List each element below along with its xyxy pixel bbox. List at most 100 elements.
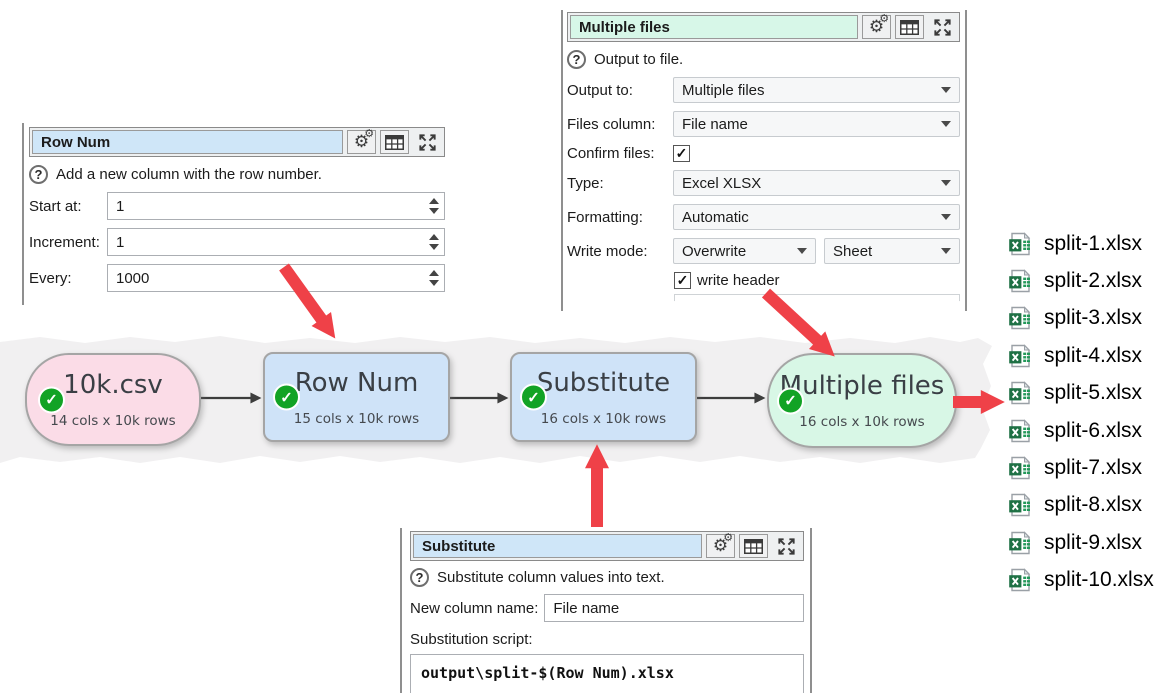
- gear-icon: ⚙⚙: [712, 530, 734, 556]
- spin-up-icon: [429, 198, 439, 204]
- table-icon: [900, 19, 919, 35]
- torn-partial-field: [674, 294, 960, 305]
- spin-up-icon: [429, 234, 439, 240]
- start-at-label: Start at:: [29, 197, 82, 215]
- substitute-panel: Substitute ⚙⚙: [400, 528, 812, 693]
- chevron-down-icon: [941, 121, 951, 127]
- sheet-mode-value: Sheet: [833, 242, 873, 260]
- output-to-value: Multiple files: [682, 81, 765, 99]
- expand-icon: [934, 18, 951, 36]
- node-row-num[interactable]: ✓ Row Num 15 cols x 10k rows: [263, 352, 450, 442]
- file-name: split-2.xlsx: [1044, 269, 1143, 293]
- ok-check-badge: ✓: [273, 383, 300, 411]
- file-name: split-8.xlsx: [1044, 493, 1143, 517]
- write-header-label: write header: [697, 272, 780, 289]
- increment-input[interactable]: 1: [107, 228, 445, 256]
- row-num-panel: Row Num ⚙⚙: [22, 123, 455, 305]
- transform-name-field[interactable]: Row Num: [32, 130, 343, 154]
- red-arrow-multiplefiles-panel-to-node: [761, 288, 835, 357]
- every-label: Every:: [29, 269, 72, 287]
- type-dropdown[interactable]: Excel XLSX: [673, 170, 960, 196]
- file-item[interactable]: split-1.xlsx: [1008, 225, 1154, 262]
- node-substitute[interactable]: ✓ Substitute 16 cols x 10k rows: [510, 352, 697, 442]
- formatting-value: Automatic: [682, 208, 749, 226]
- every-input[interactable]: 1000: [107, 264, 445, 292]
- file-item[interactable]: split-8.xlsx: [1008, 487, 1154, 524]
- chevron-down-icon: [941, 214, 951, 220]
- confirm-files-checkbox[interactable]: ✓: [673, 145, 690, 162]
- table-icon: [744, 538, 763, 554]
- new-column-name-value: File name: [553, 599, 620, 617]
- file-name: split-7.xlsx: [1044, 456, 1143, 480]
- output-to-dropdown[interactable]: Multiple files: [673, 77, 960, 103]
- file-item[interactable]: split-10.xlsx: [1008, 562, 1154, 599]
- node-title: Row Num: [294, 367, 419, 398]
- file-name: split-9.xlsx: [1044, 530, 1143, 554]
- panel-titlebar: Substitute ⚙⚙: [410, 531, 804, 561]
- expand-icon: [778, 537, 795, 555]
- formatting-label: Formatting:: [567, 208, 643, 226]
- write-mode-label: Write mode:: [567, 242, 648, 260]
- file-item[interactable]: split-3.xlsx: [1008, 300, 1154, 337]
- write-mode-dropdown[interactable]: Overwrite: [673, 238, 816, 264]
- files-column-value: File name: [682, 115, 748, 133]
- panel-help-text: Substitute column values into text.: [437, 569, 665, 586]
- increment-label: Increment:: [29, 233, 100, 251]
- spinner-control[interactable]: [429, 270, 439, 286]
- panel-titlebar: Multiple files ⚙⚙: [567, 12, 960, 42]
- output-to-label: Output to:: [567, 81, 633, 99]
- gear-icon: ⚙⚙: [353, 126, 375, 152]
- start-at-input[interactable]: 1: [107, 192, 445, 220]
- output-name-field[interactable]: Multiple files: [570, 15, 858, 39]
- file-item[interactable]: split-2.xlsx: [1008, 262, 1154, 299]
- file-name: split-1.xlsx: [1044, 231, 1143, 255]
- table-view-button[interactable]: [895, 15, 924, 39]
- panel-help-text: Output to file.: [594, 51, 684, 68]
- substitution-script-editor[interactable]: output\split-$(Row Num).xlsx: [410, 654, 804, 693]
- sheet-mode-dropdown[interactable]: Sheet: [824, 238, 960, 264]
- settings-button[interactable]: ⚙⚙: [347, 126, 376, 154]
- output-file-list: split-1.xlsx split-2.xlsx split-3.xlsx s…: [1008, 225, 1154, 599]
- file-item[interactable]: split-5.xlsx: [1008, 375, 1154, 412]
- expand-button[interactable]: [928, 15, 957, 39]
- help-icon[interactable]: ?: [567, 50, 586, 69]
- transform-name-field[interactable]: Substitute: [413, 534, 702, 558]
- spin-down-icon: [429, 208, 439, 214]
- chevron-down-icon: [797, 248, 807, 254]
- file-item[interactable]: split-7.xlsx: [1008, 449, 1154, 486]
- chevron-down-icon: [941, 180, 951, 186]
- expand-button[interactable]: [413, 130, 442, 154]
- help-icon[interactable]: ?: [29, 165, 48, 184]
- spinner-control[interactable]: [429, 198, 439, 214]
- chevron-down-icon: [941, 87, 951, 93]
- confirm-files-label: Confirm files:: [567, 145, 655, 162]
- help-icon[interactable]: ?: [410, 568, 429, 587]
- new-column-name-input[interactable]: File name: [544, 594, 804, 622]
- substitution-script-label: Substitution script:: [410, 631, 533, 648]
- node-multiple-files[interactable]: ✓ Multiple files 16 cols x 10k rows: [767, 353, 957, 448]
- files-column-dropdown[interactable]: File name: [673, 111, 960, 137]
- increment-value: 1: [116, 233, 125, 251]
- write-header-checkbox[interactable]: ✓: [674, 272, 691, 289]
- every-value: 1000: [116, 269, 150, 287]
- file-item[interactable]: split-6.xlsx: [1008, 412, 1154, 449]
- expand-icon: [419, 133, 436, 151]
- settings-button[interactable]: ⚙⚙: [706, 530, 735, 558]
- ok-check-badge: ✓: [520, 383, 547, 411]
- node-10k-csv[interactable]: ✓ 10k.csv 14 cols x 10k rows: [25, 353, 201, 446]
- spin-up-icon: [429, 270, 439, 276]
- table-view-button[interactable]: [739, 534, 768, 558]
- formatting-dropdown[interactable]: Automatic: [673, 204, 960, 230]
- type-label: Type:: [567, 174, 604, 192]
- expand-button[interactable]: [772, 534, 801, 558]
- file-item[interactable]: split-4.xlsx: [1008, 337, 1154, 374]
- table-view-button[interactable]: [380, 130, 409, 154]
- spinner-control[interactable]: [429, 234, 439, 250]
- file-name: split-5.xlsx: [1044, 381, 1143, 405]
- settings-button[interactable]: ⚙⚙: [862, 11, 891, 39]
- file-item[interactable]: split-9.xlsx: [1008, 524, 1154, 561]
- node-meta: 16 cols x 10k rows: [799, 414, 925, 430]
- gear-icon: ⚙⚙: [868, 11, 890, 37]
